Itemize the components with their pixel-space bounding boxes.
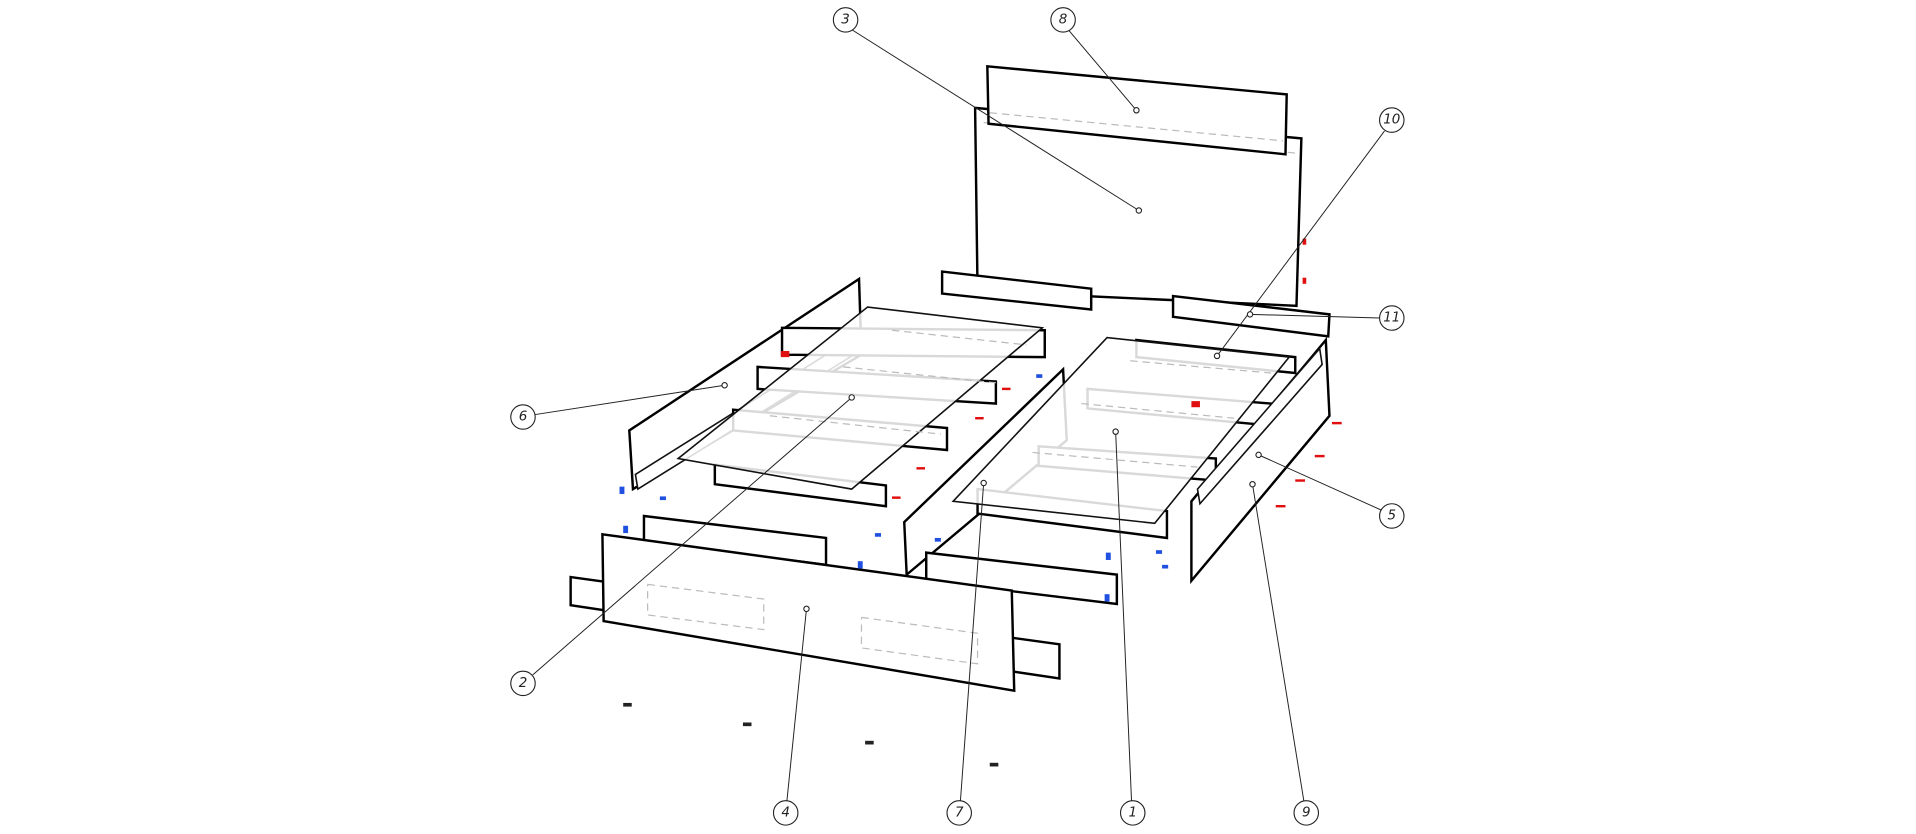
- callout-number: 10: [1383, 113, 1400, 128]
- callout-number: 3: [841, 12, 850, 27]
- part-rail: [925, 551, 1119, 606]
- callout-number: 11: [1383, 311, 1400, 326]
- hardware-fasteners: [619, 238, 1342, 767]
- callout-number: 5: [1388, 508, 1397, 523]
- callout-1: 1: [1112, 428, 1146, 826]
- callout-5: 5: [1255, 451, 1405, 529]
- callout-number: 2: [519, 676, 528, 691]
- callout-8: 8: [1050, 7, 1140, 114]
- callout-number: 1: [1128, 805, 1137, 820]
- callout-number: 4: [781, 805, 790, 820]
- callout-number: 8: [1059, 12, 1068, 27]
- part-front-panel: [601, 532, 1016, 693]
- callout-11: 11: [1246, 305, 1405, 331]
- callout-7: 7: [946, 479, 987, 826]
- callout-6: 6: [510, 381, 728, 430]
- part-right-inner-rail: [1196, 346, 1323, 506]
- callout-number: 9: [1302, 805, 1311, 820]
- part-left-platform: [676, 306, 1045, 490]
- callout-4: 4: [772, 605, 810, 826]
- callout-number: 7: [955, 805, 964, 820]
- callout-9: 9: [1249, 480, 1320, 826]
- part-headboard-slat-left: [940, 270, 1093, 311]
- callout-3: 3: [832, 7, 1143, 214]
- callout-2: 2: [510, 394, 855, 697]
- callout-number: 6: [519, 410, 528, 425]
- part-right-platform: [951, 336, 1291, 525]
- callout-10: 10: [1213, 107, 1405, 360]
